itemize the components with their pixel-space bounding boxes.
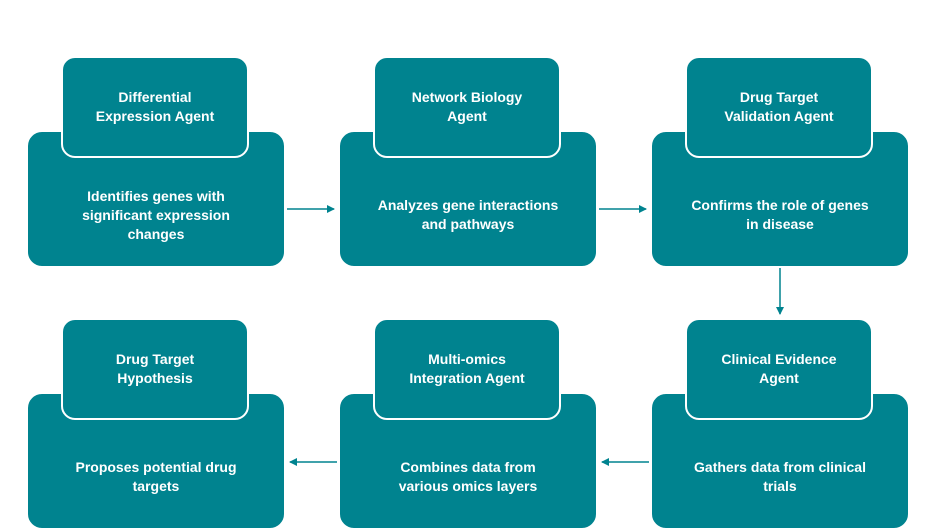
node-title-box: Differential Expression Agent: [61, 56, 249, 158]
node-title-box: Clinical Evidence Agent: [685, 318, 873, 420]
node-clinical-evidence-agent: Gathers data from clinical trials Clinic…: [650, 318, 910, 530]
node-title-box: Drug Target Validation Agent: [685, 56, 873, 158]
node-title: Clinical Evidence Agent: [721, 351, 837, 386]
node-description: Proposes potential drug targets: [75, 459, 237, 494]
node-description: Combines data from various omics layers: [398, 459, 538, 494]
node-title: Drug Target Hypothesis: [115, 351, 195, 386]
node-multi-omics-integration-agent: Combines data from various omics layers …: [338, 318, 598, 530]
node-differential-expression-agent: Identifies genes with significant expres…: [26, 56, 286, 268]
node-title: Network Biology Agent: [411, 89, 523, 124]
node-title-box: Drug Target Hypothesis: [61, 318, 249, 420]
node-title: Multi-omics Integration Agent: [409, 351, 525, 386]
node-description: Identifies genes with significant expres…: [82, 187, 230, 242]
node-drug-target-validation-agent: Confirms the role of genes in disease Dr…: [650, 56, 910, 268]
node-title-box: Multi-omics Integration Agent: [373, 318, 561, 420]
node-title-box: Network Biology Agent: [373, 56, 561, 158]
node-drug-target-hypothesis: Proposes potential drug targets Drug Tar…: [26, 318, 286, 530]
node-description: Confirms the role of genes in disease: [691, 197, 869, 232]
node-title: Differential Expression Agent: [95, 89, 215, 124]
node-title: Drug Target Validation Agent: [724, 89, 834, 124]
node-description: Analyzes gene interactions and pathways: [377, 197, 559, 232]
node-description: Gathers data from clinical trials: [694, 459, 866, 494]
node-network-biology-agent: Analyzes gene interactions and pathways …: [338, 56, 598, 268]
